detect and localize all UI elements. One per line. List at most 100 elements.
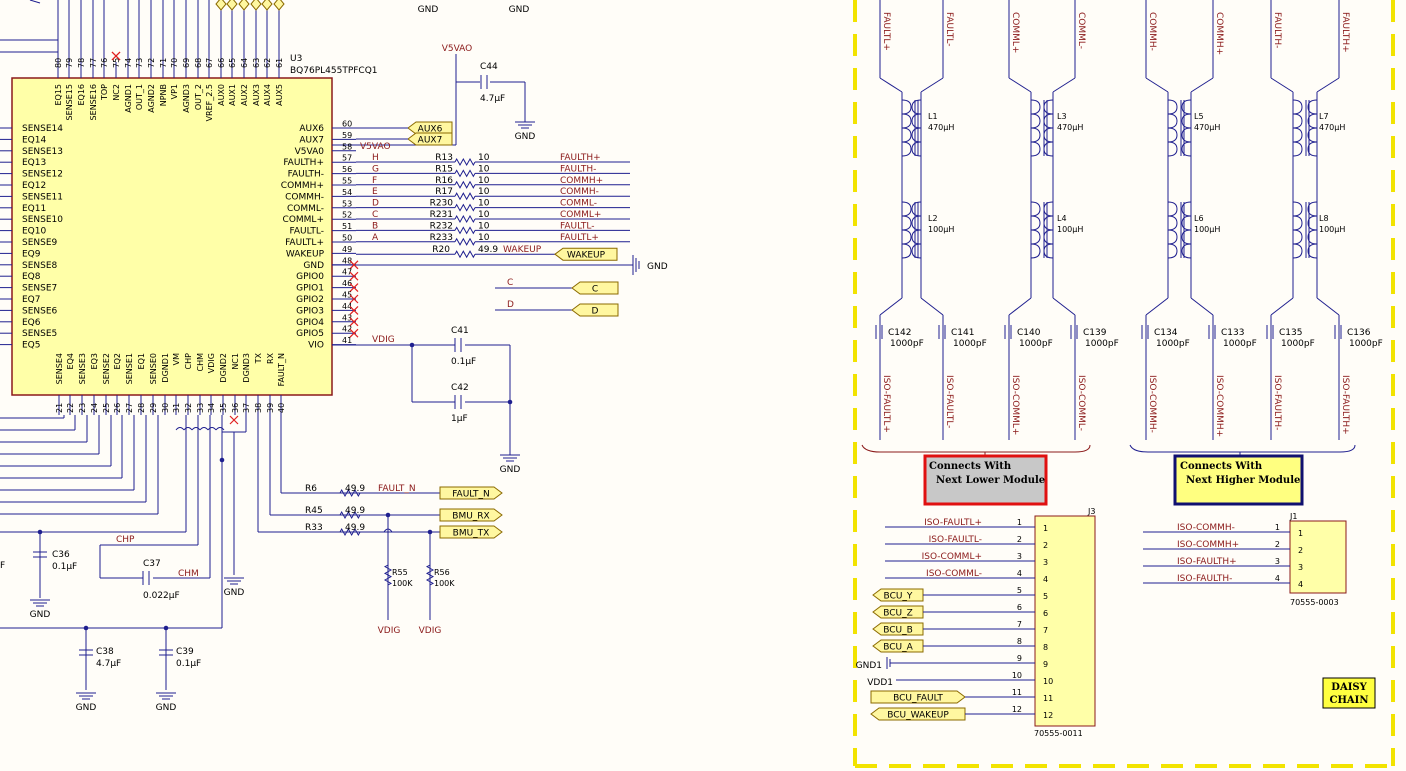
pin-name: DGND1 <box>161 353 170 383</box>
pin-name: AUX1 <box>228 84 237 106</box>
cap-value: 0.1µF <box>52 562 77 572</box>
pin-name: EQ8 <box>22 272 41 282</box>
pin-number: 67 <box>205 58 214 68</box>
pin-name: FAULTH- <box>288 170 324 180</box>
inductor-coil <box>911 201 922 217</box>
pin-name: EQ5 <box>22 341 41 351</box>
pin-name: AGND3 <box>182 84 191 113</box>
resistor-ref: R33 <box>305 523 323 533</box>
wire <box>1270 297 1294 316</box>
bus-jumper <box>199 427 209 431</box>
resistor-ref: R13 <box>435 153 453 163</box>
net-port-label: D <box>592 307 599 317</box>
junction-dot <box>385 512 391 518</box>
inductor-coil <box>901 201 912 217</box>
cap-ref: C39 <box>176 647 194 657</box>
pin-number: 52 <box>342 211 352 220</box>
net-port-label: BCU_FAULT <box>893 694 943 704</box>
inductor-value: 470µH <box>1057 123 1083 132</box>
pin-number: 65 <box>228 58 237 68</box>
cap-ref: C133 <box>1221 328 1244 338</box>
pin-number: 37 <box>242 403 251 413</box>
pin-number: 78 <box>77 58 86 68</box>
inductor-coil <box>1292 243 1303 259</box>
resistor-ref: R20 <box>432 245 450 255</box>
pin-name: EQ2 <box>113 353 122 369</box>
pin-name: AUX2 <box>240 84 249 106</box>
pin-name: COMML- <box>287 204 324 214</box>
pin-number: 76 <box>100 58 109 68</box>
resistor-ref: R233 <box>430 233 453 243</box>
wire <box>1052 297 1076 316</box>
resistor-symbol <box>454 237 476 246</box>
inductor-coil <box>1043 229 1054 245</box>
pin-name: 5 <box>1043 592 1048 601</box>
note-text: CHAIN <box>1330 695 1369 706</box>
pin-number: 75 <box>112 58 121 68</box>
wire <box>1145 297 1169 316</box>
inductor-coil <box>1167 113 1178 129</box>
net-port-label: BCU_Y <box>884 592 913 602</box>
pin-name: 4 <box>1043 575 1048 584</box>
pin-name: CHM <box>196 353 205 372</box>
note-text: DAISY <box>1331 682 1367 693</box>
pin-name: AGND1 <box>124 84 133 113</box>
inductor-value: 470µH <box>1319 123 1345 132</box>
net-name: COMMH- <box>1147 12 1157 51</box>
pin-number: 9 <box>1017 654 1022 663</box>
net-port <box>273 0 285 11</box>
net-port <box>238 0 250 11</box>
pin-name: DGND2 <box>219 353 228 383</box>
pin-name: AUX6 <box>299 124 324 134</box>
pin-name: 12 <box>1043 711 1053 720</box>
inductor-coil <box>1181 99 1192 115</box>
pin-number: 10 <box>1012 671 1022 680</box>
junction-dot <box>409 342 415 348</box>
inductor-coil <box>1181 243 1192 259</box>
power-label: GND1 <box>856 661 882 671</box>
inductor-coil <box>1307 201 1318 217</box>
inductor-coil <box>1181 201 1192 217</box>
inductor-coil <box>911 229 922 245</box>
resistor-ref: R55 <box>392 568 408 577</box>
resistor-value: 10 <box>478 176 490 186</box>
inductor-ref: L6 <box>1194 214 1204 223</box>
pin-number: 62 <box>263 58 272 68</box>
pin-number: 30 <box>161 403 170 413</box>
pin-name: 11 <box>1043 694 1053 703</box>
pin-name: FAULT_N <box>277 353 286 386</box>
pin-number: 63 <box>252 58 261 68</box>
power-label: VDD1 <box>867 678 893 688</box>
connector-j1 <box>1289 520 1347 594</box>
resistor-value: 10 <box>478 233 490 243</box>
pin-number: 61 <box>275 58 284 68</box>
pin-name: SENSE16 <box>89 84 98 120</box>
inductor-coil <box>1167 201 1178 217</box>
inductor-coil <box>1043 141 1054 157</box>
cap-ref: C140 <box>1017 328 1041 338</box>
cap-ref: C139 <box>1083 328 1107 338</box>
pin-name: DGND3 <box>242 353 251 383</box>
pin-name: VREF_2.5 <box>205 84 214 121</box>
gnd-label: GND <box>515 132 536 142</box>
pin-number: 31 <box>172 403 181 413</box>
no-connect-mark <box>349 317 359 327</box>
pin-name: 3 <box>1043 558 1048 567</box>
net-port-label: BMU_TX <box>453 529 490 539</box>
pin-number: 26 <box>113 403 122 413</box>
cap-ref: C142 <box>888 328 911 338</box>
net-name: FAULT_N <box>378 484 416 494</box>
pin-name: SENSE14 <box>22 124 63 134</box>
resistor-ref: R17 <box>435 187 453 197</box>
pin-number: 29 <box>149 403 158 413</box>
pin-number: 54 <box>342 188 352 197</box>
net-name: ISO-COMMH- <box>1177 523 1235 533</box>
pin-name: SENSE12 <box>22 170 63 180</box>
pin-name: SENSE13 <box>22 147 63 157</box>
cap-ref: C37 <box>143 559 161 569</box>
inductor-coil <box>901 127 912 143</box>
wire <box>1316 77 1340 93</box>
pin-name: 2 <box>1298 546 1303 555</box>
cap-ref: C44 <box>480 62 498 72</box>
pin-number: 73 <box>135 58 144 68</box>
